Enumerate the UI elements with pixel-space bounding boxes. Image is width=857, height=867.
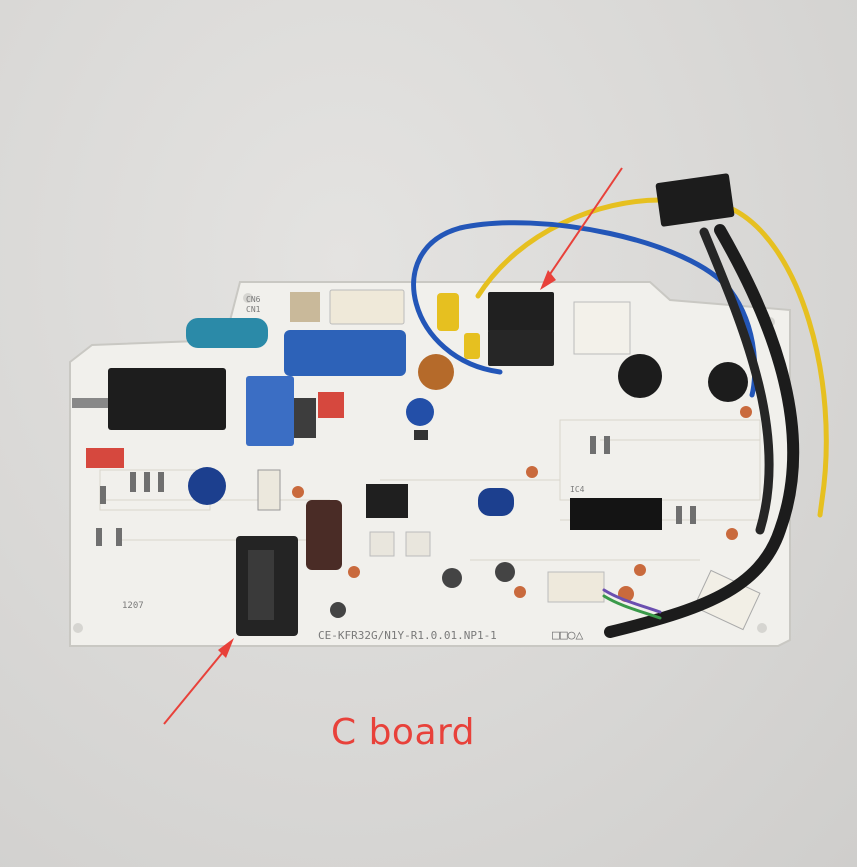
silkscreen-label-1207: 1207 [122,601,144,611]
board-model-marking: CE-KFR32G/N1Y-R1.0.01.NP1-1 [318,629,497,642]
pcb-components [72,289,761,636]
bottom-right-marking: □□○△ [552,628,583,643]
caption-label: C board [331,712,476,753]
lower-arrow-to-connector [163,638,234,725]
pcb-board [69,281,791,647]
silkscreen-label-cn1: CN1 [246,305,261,314]
wire-harness [411,173,829,638]
silkscreen-label-ic4: IC4 [570,485,585,494]
upper-arrow-to-relay [540,167,623,290]
silkscreen-label-cn6: CN6 [246,295,261,304]
